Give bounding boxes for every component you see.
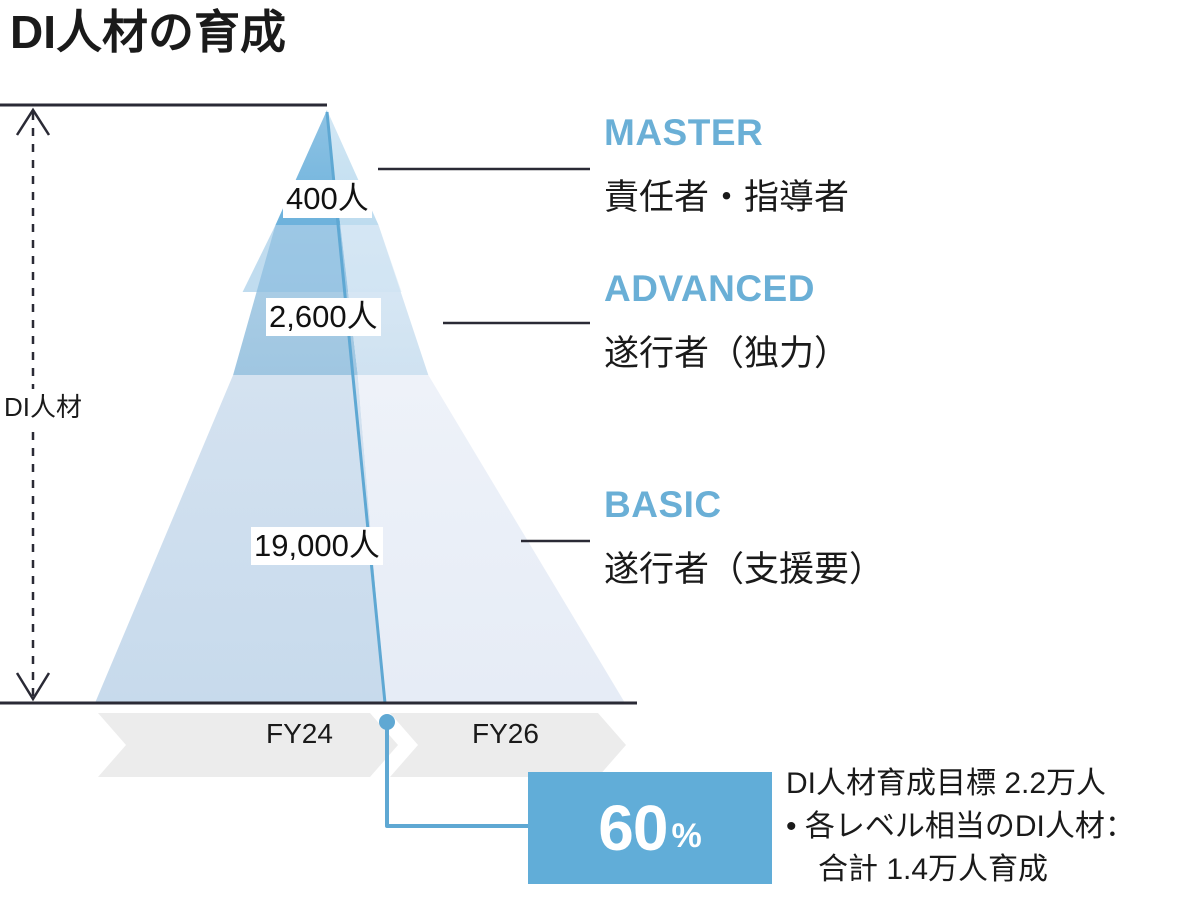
note-line-1: DI人材育成目標 2.2万人	[786, 767, 1107, 800]
timeline-label-fy26: FY26	[472, 718, 539, 749]
timeline-chevrons	[98, 713, 626, 777]
pyramid-band-master-right-skirt	[340, 225, 402, 292]
target-note: DI人材育成目標 2.2万人 • 各レベル相当のDI人材： 合計 1.4万人育成	[786, 762, 1198, 891]
progress-number: 60	[598, 792, 668, 864]
page-title: DI人材の育成	[10, 6, 286, 58]
pyramid-band-basic-left	[95, 375, 385, 703]
level-desc-advanced: 遂行者（独力）	[604, 334, 850, 373]
note-line-3: 合計 1.4万人育成	[818, 853, 1049, 886]
count-label-advanced: 2,600人	[266, 298, 381, 336]
percent-sign: %	[671, 817, 702, 855]
level-name-advanced: ADVANCED	[604, 268, 815, 309]
axis-label-di-jinzai: DI人材	[2, 389, 85, 425]
level-desc-basic: 遂行者（支援要）	[604, 550, 885, 589]
pct-connector	[379, 714, 530, 828]
pyramid-band-master-left-skirt	[242, 225, 349, 292]
timeline-label-fy24: FY24	[266, 718, 333, 749]
progress-value: 60 %	[528, 772, 772, 884]
pyramid-band-advanced-right	[340, 225, 429, 375]
level-name-master: MASTER	[604, 112, 764, 153]
progress-highlight-box: 60 %	[528, 772, 772, 884]
count-label-basic: 19,000人	[251, 527, 383, 565]
count-label-master: 400人	[283, 180, 372, 218]
timeline-marker-dot	[379, 714, 395, 730]
pyramid-band-basic-right	[357, 375, 625, 703]
note-line-2: • 各レベル相当のDI人材：	[786, 810, 1135, 843]
chevron-fy24[interactable]	[98, 713, 398, 777]
chevron-fy26[interactable]	[390, 713, 626, 777]
level-desc-master: 責任者・指導者	[604, 178, 850, 217]
level-name-basic: BASIC	[604, 484, 722, 525]
